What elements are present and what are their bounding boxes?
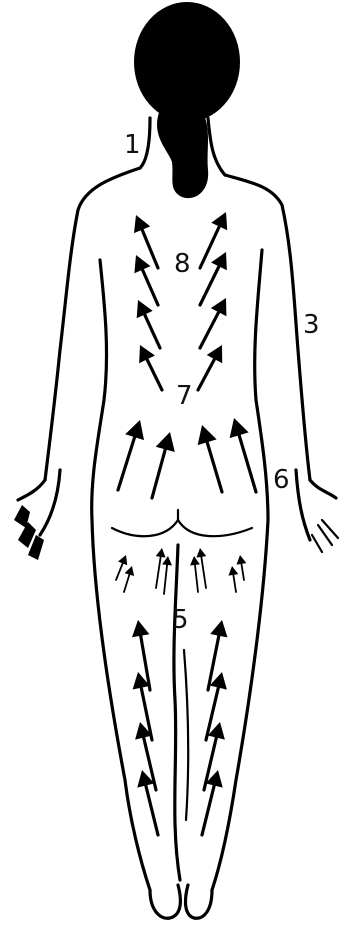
label-3: 3 (303, 310, 320, 340)
arrow-head (237, 555, 247, 565)
arrow-shaft (152, 449, 165, 498)
arrow-head (228, 566, 238, 576)
arrow-head (132, 620, 149, 637)
arrow-shaft (239, 435, 256, 492)
arrow-group (116, 212, 256, 835)
arrow-head (156, 548, 166, 558)
arrow-shaft (164, 565, 167, 594)
arrow-head (198, 425, 217, 445)
arrow-shaft (124, 575, 129, 592)
arrow-shaft (241, 564, 244, 580)
arrow-shaft (118, 437, 135, 490)
arrow-shaft (142, 270, 158, 305)
arrow-head (196, 548, 206, 558)
arrow-shaft (195, 565, 198, 592)
label-7: 7 (176, 381, 193, 411)
arrow-head (230, 418, 249, 438)
arrow-shaft (201, 557, 206, 588)
arrow-shaft (116, 563, 123, 580)
label-1: 1 (124, 130, 141, 160)
label-6: 6 (273, 465, 290, 495)
arrow-shaft (198, 359, 214, 390)
body-outline (45, 118, 310, 918)
arrow-shaft (146, 786, 158, 835)
arrow-shaft (207, 442, 222, 492)
label-8: 8 (174, 249, 191, 279)
arrow-head (210, 620, 227, 637)
arrow-shaft (147, 359, 162, 390)
arrow-head (156, 432, 175, 452)
arrow-head (190, 556, 200, 565)
right-arm (296, 470, 338, 552)
arrow-head (162, 556, 172, 565)
arrow-shaft (200, 266, 219, 305)
left-arm (14, 470, 60, 560)
arrow-shaft (156, 557, 161, 588)
arrow-shaft (202, 786, 214, 835)
arrow-head (125, 566, 134, 576)
head-silhouette (134, 2, 240, 198)
arrow-head (125, 420, 144, 440)
arrow-shaft (200, 312, 219, 348)
arrow-shaft (233, 575, 236, 592)
label-5: 5 (172, 605, 189, 635)
arrow-shaft (145, 315, 160, 348)
